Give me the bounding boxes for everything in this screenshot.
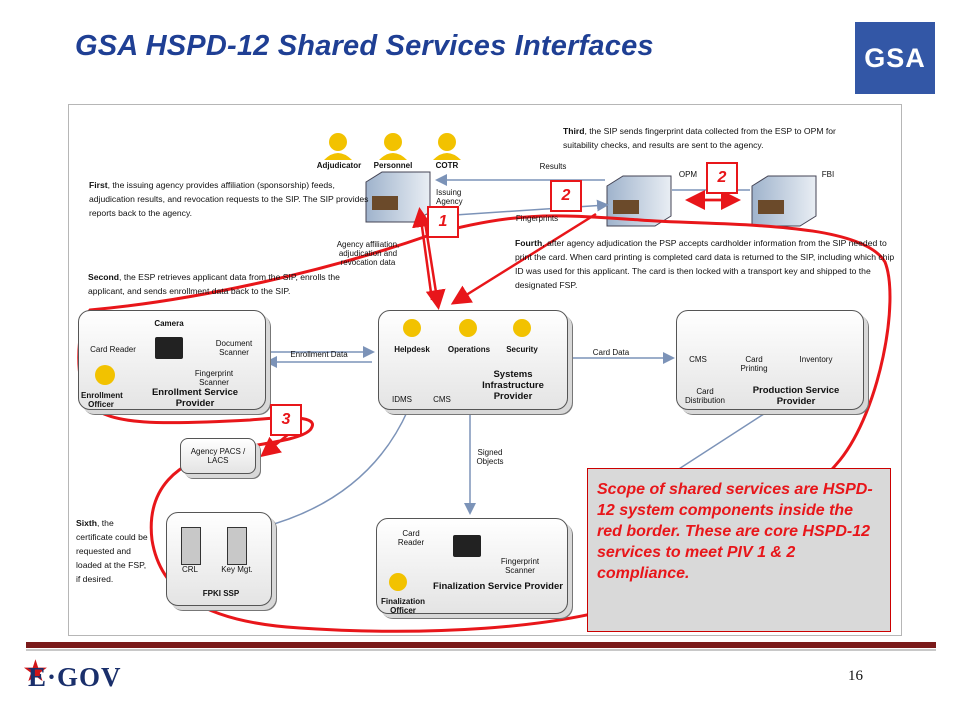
server-icon <box>227 527 247 565</box>
marker-3: 3 <box>270 404 302 436</box>
enrollment-service-provider: Camera Document Scanner Card Reader Fing… <box>78 310 266 410</box>
server-icon <box>181 527 201 565</box>
finalization-service-provider: Card Reader Fingerprint Scanner Finaliza… <box>376 518 568 615</box>
footer-rule <box>26 642 936 648</box>
marker-2-left: 2 <box>550 180 582 212</box>
card-reader-label: Card Reader <box>90 345 136 354</box>
role-cotr: COTR <box>435 161 459 170</box>
note-third: Third, the SIP sends fingerprint data co… <box>563 126 836 150</box>
opm-label: OPM <box>678 170 698 179</box>
person-icon <box>459 319 477 337</box>
role-adjudicator: Adjudicator <box>316 161 362 170</box>
role-personnel: Personnel <box>373 161 413 170</box>
issuing-agency-label: Issuing Agency <box>436 188 463 206</box>
psp-cms-label: CMS <box>689 355 707 364</box>
note-second: Second, the ESP retrieves applicant data… <box>88 272 340 296</box>
gsa-logo: GSA <box>855 22 935 94</box>
finalization-officer-label: Finalization Officer <box>381 597 425 615</box>
fsp-card-reader-label: Card Reader <box>397 529 425 547</box>
card-distribution-label: Card Distribution <box>684 387 725 405</box>
flow-signed-objects: Signed Objects <box>476 448 504 466</box>
helpdesk-label: Helpdesk <box>394 345 430 354</box>
camera-label: Camera <box>154 319 184 328</box>
marker-1: 1 <box>427 206 459 238</box>
idms-label: IDMS <box>392 395 412 404</box>
computer-icon <box>155 337 183 359</box>
scope-callout: Scope of shared services are HSPD-12 sys… <box>587 468 891 632</box>
production-service-provider: CMS Card Printing Inventory Card Distrib… <box>676 310 864 410</box>
cms-label: CMS <box>433 395 451 404</box>
flow-fingerprints: Fingerprints <box>515 214 559 223</box>
person-icon <box>513 319 531 337</box>
person-icon <box>433 133 461 160</box>
note-first: First, the issuing agency provides affil… <box>89 180 369 218</box>
esp-title: Enrollment Service Provider <box>151 387 239 409</box>
agency-pacs-lacs: Agency PACS / LACS <box>180 438 256 474</box>
person-icon <box>324 133 352 160</box>
systems-infrastructure-provider: Helpdesk Operations Security IDMS CMS Sy… <box>378 310 568 410</box>
fsp-fingerprint-label: Fingerprint Scanner <box>500 557 540 575</box>
operations-label: Operations <box>447 345 491 354</box>
computer-icon <box>453 535 481 557</box>
enrollment-officer-label: Enrollment Officer <box>81 391 123 409</box>
note-sixth: Sixth, the certificate could be requeste… <box>76 518 148 584</box>
psp-title: Production Service Provider <box>752 385 840 407</box>
card-printing-label: Card Printing <box>740 355 768 373</box>
flow-results: Results <box>539 162 567 171</box>
person-icon <box>379 133 407 160</box>
key-mgt-label: Key Mgt. <box>221 565 253 574</box>
crl-label: CRL <box>181 565 198 574</box>
fingerprint-scanner-label: Fingerprint Scanner <box>194 369 234 387</box>
opm-server-icon <box>606 175 672 227</box>
fbi-server-icon <box>751 175 817 227</box>
star-icon: ★ <box>22 655 49 688</box>
sip-title: Systems Infrastructure Provider <box>482 369 544 402</box>
inventory-label: Inventory <box>799 355 833 364</box>
fsp-title: Finalization Service Provider <box>433 581 563 592</box>
note-fourth: Fourth, after agency adjudication the PS… <box>515 238 895 290</box>
security-label: Security <box>506 345 538 354</box>
fbi-label: FBI <box>821 170 835 179</box>
person-icon <box>95 365 115 385</box>
person-icon <box>403 319 421 337</box>
page-number: 16 <box>848 668 863 684</box>
egov-logo: E·GOV <box>28 662 122 692</box>
person-icon <box>389 573 407 591</box>
gsa-logo-text: GSA <box>864 42 926 73</box>
document-scanner-label: Document Scanner <box>215 339 253 357</box>
footer-rule-shadow <box>26 649 936 651</box>
slide-title: GSA HSPD-12 Shared Services Interfaces <box>75 30 654 62</box>
flow-agency-affiliation: Agency affiliation, adjudication and rev… <box>336 240 400 267</box>
flow-enrollment-data: Enrollment Data <box>290 350 348 359</box>
agency-pacs-label: Agency PACS / LACS <box>190 447 246 465</box>
flow-card-data: Card Data <box>592 348 630 357</box>
fpki-title: FPKI SSP <box>202 589 240 598</box>
marker-2-right: 2 <box>706 162 738 194</box>
fpki-ssp: CRL Key Mgt. FPKI SSP <box>166 512 272 606</box>
